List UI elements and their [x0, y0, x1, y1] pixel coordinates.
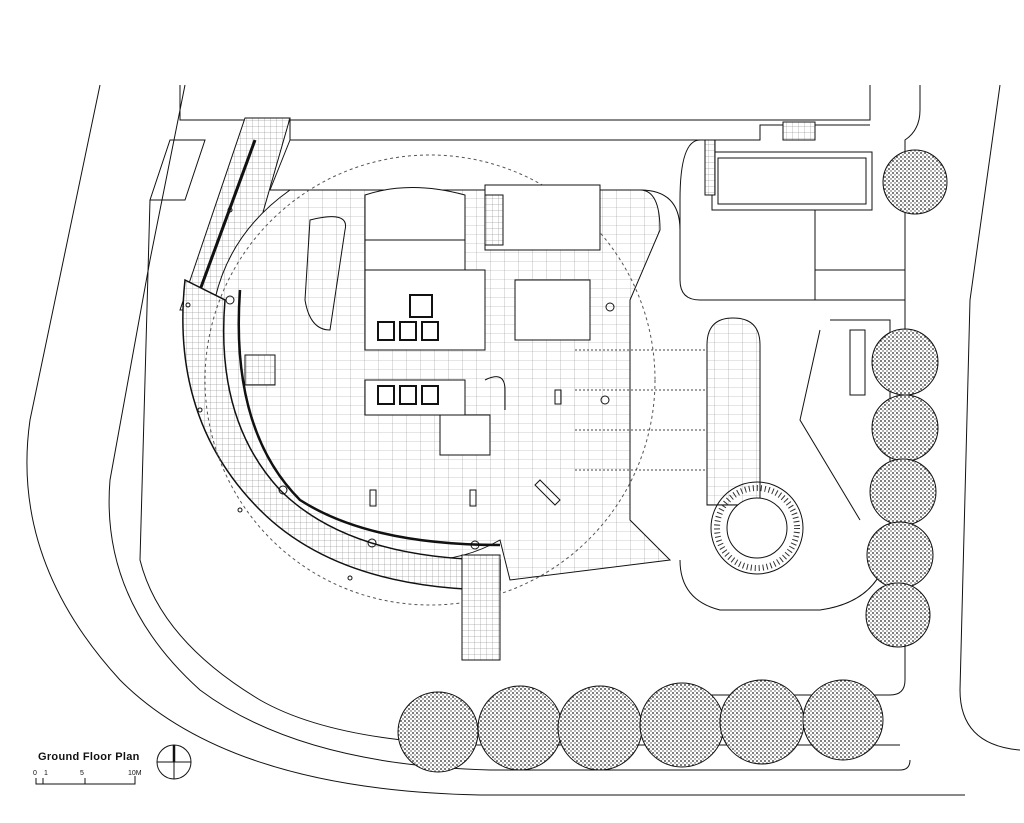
tree [869, 458, 937, 526]
tree [477, 685, 563, 771]
scale-label-1: 1 [44, 770, 48, 777]
trees [397, 149, 948, 773]
tree [719, 679, 805, 765]
scale-bar [35, 776, 136, 785]
tree [866, 521, 934, 589]
tree [802, 679, 884, 761]
tree [397, 691, 479, 773]
drawing-title: Ground Floor Plan [38, 751, 140, 763]
tree [639, 682, 725, 768]
scale-label-0: 0 [33, 770, 37, 777]
drop-off-island [706, 317, 761, 506]
south-walkway [461, 554, 501, 661]
columns [185, 207, 615, 581]
tree [557, 685, 643, 771]
tree [871, 394, 939, 462]
tree [882, 149, 948, 215]
scale-label-5: 5 [80, 770, 84, 777]
spiral-stair [710, 481, 804, 575]
scale-label-10m: 10M [128, 770, 142, 777]
tree [865, 582, 931, 648]
north-arrow-circle-icon [156, 744, 192, 780]
tree [871, 328, 939, 396]
elevators [377, 294, 439, 405]
